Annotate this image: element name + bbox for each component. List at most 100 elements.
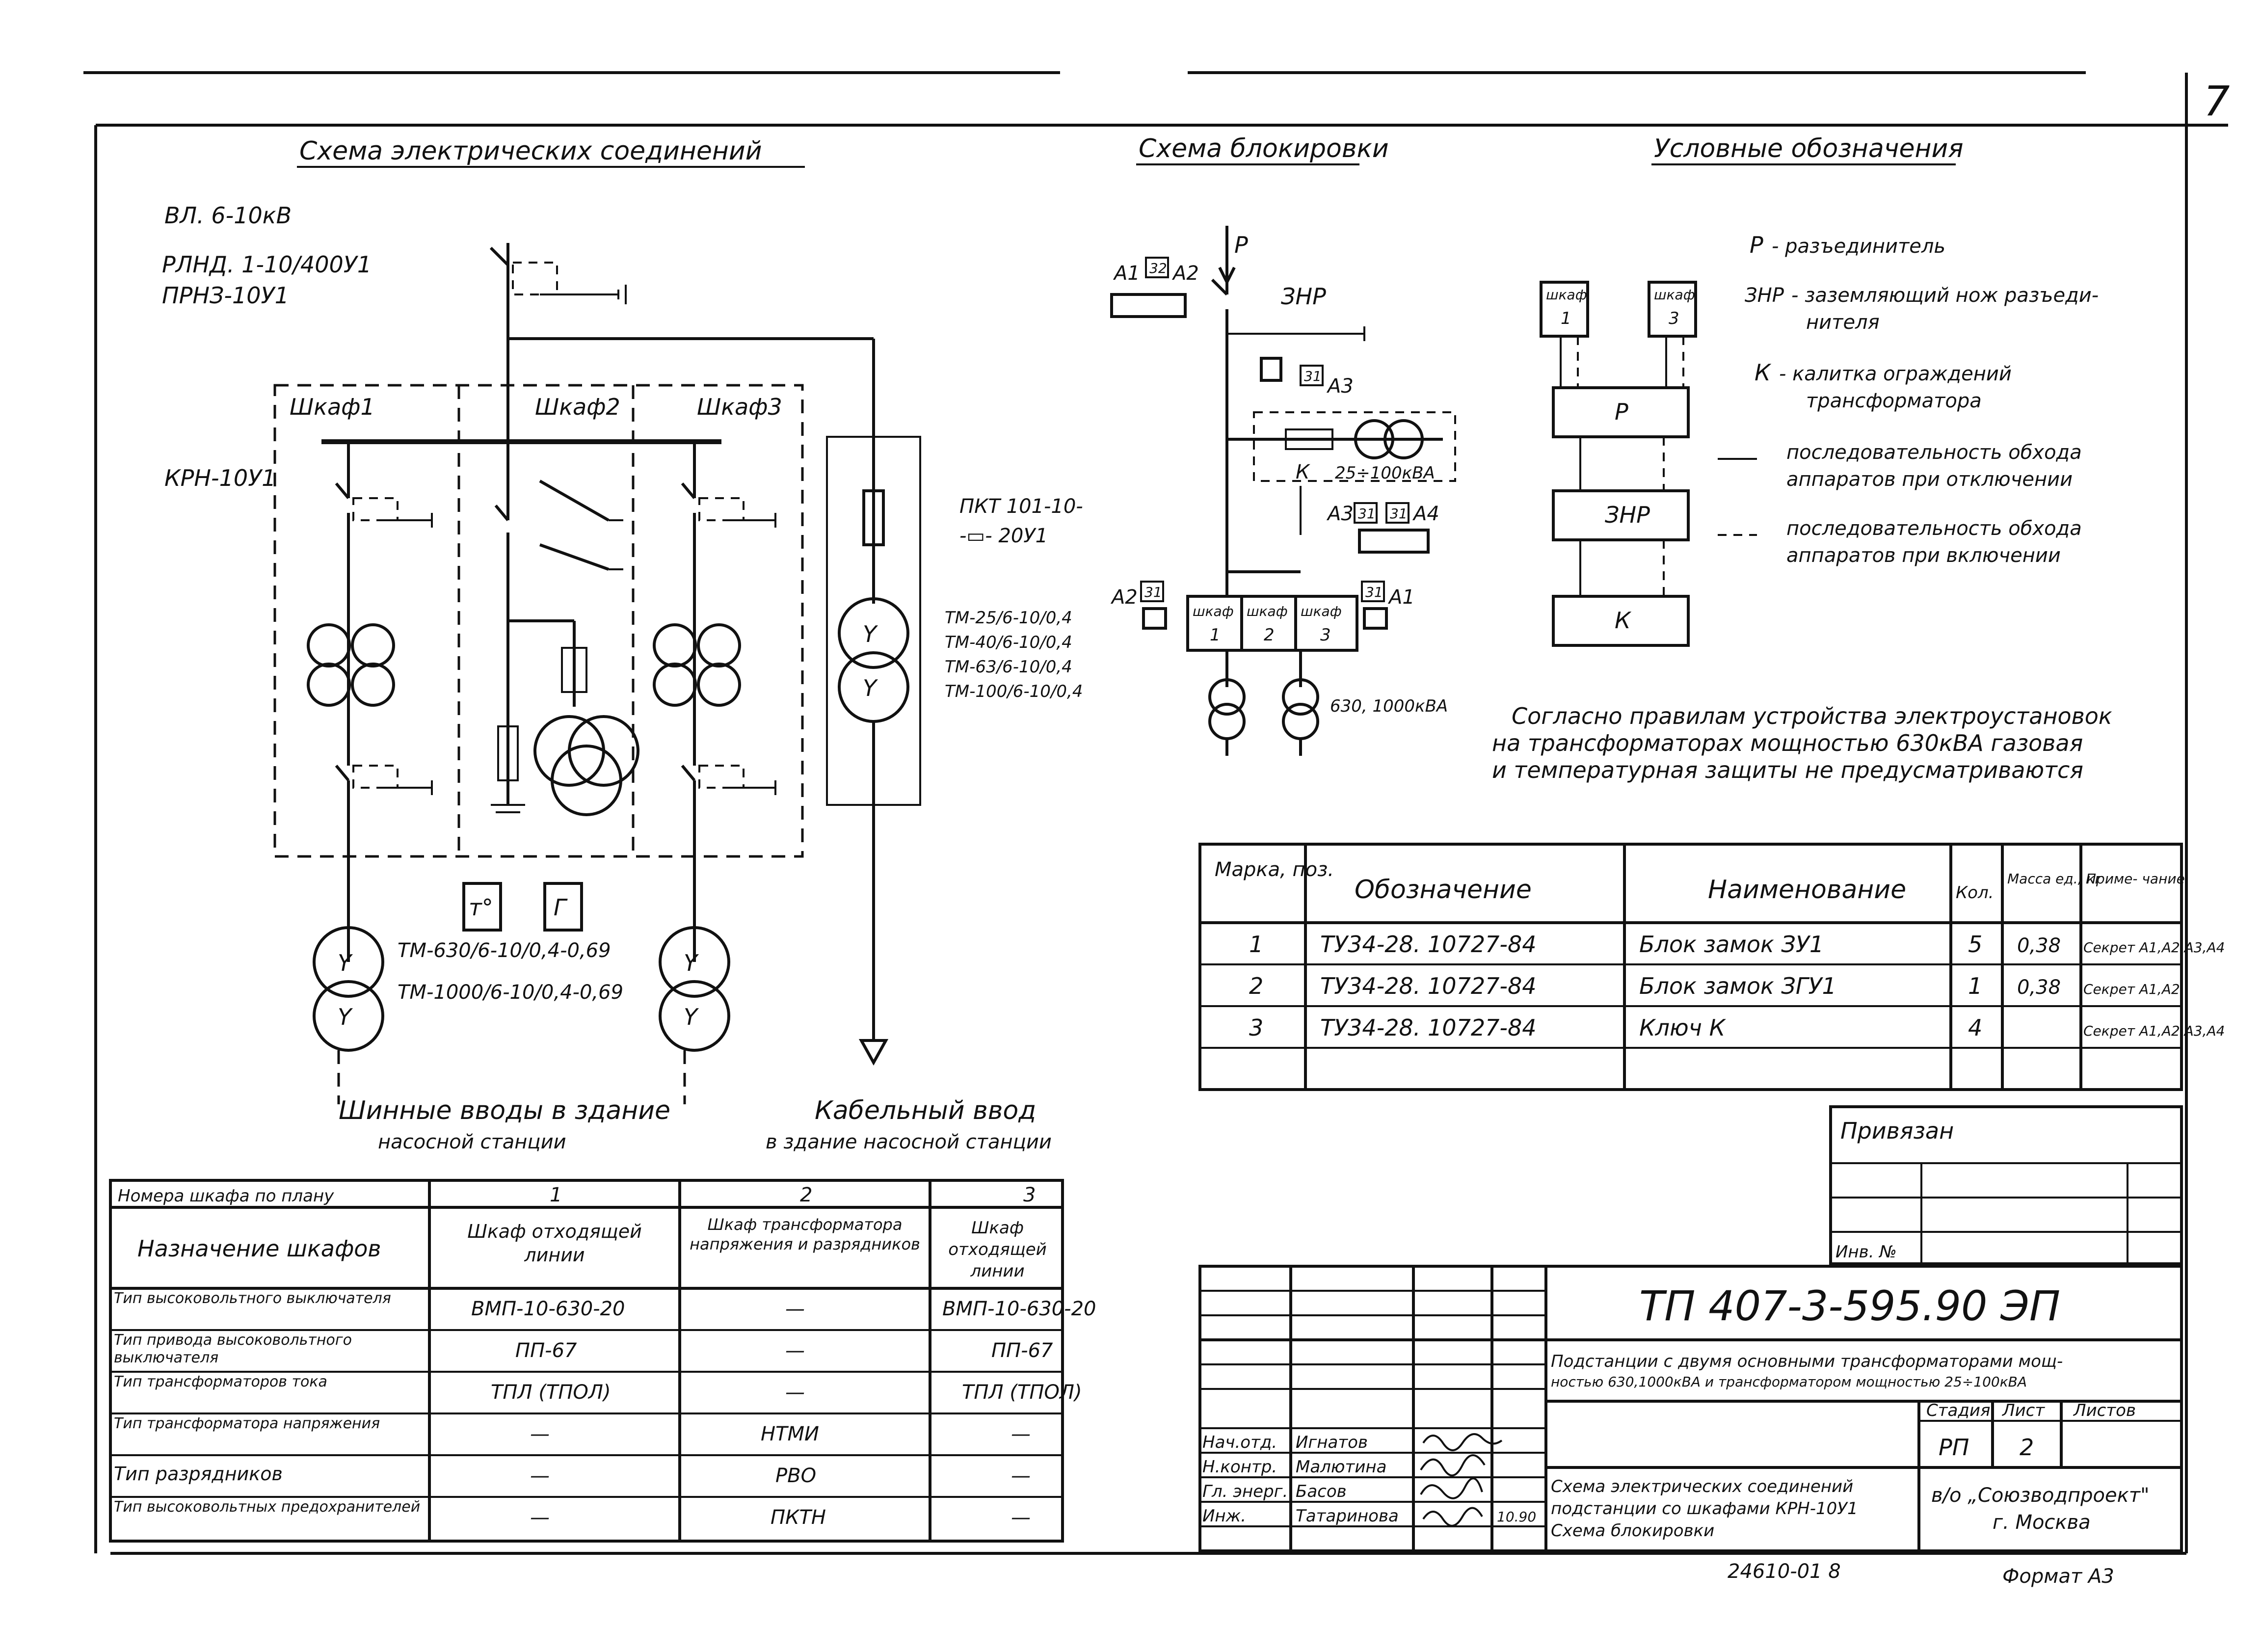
lock-a3: А3 — [1326, 375, 1354, 398]
line-label: ВЛ. 6-10кВ — [164, 202, 292, 229]
role-4: Инж. — [1202, 1506, 1246, 1526]
spec-row3-designation: ТУ34-28. 10727-84 — [1320, 1014, 1537, 1041]
cab-row1-label: Тип высоковольтного выключателя — [114, 1290, 391, 1307]
cab-row4-val3: — — [1011, 1423, 1031, 1445]
stamp-title-line2: подстанции со шкафами КРН-10У1 — [1551, 1499, 1858, 1519]
interlock-cab1-word: шкаф — [1193, 603, 1234, 619]
org-line2: г. Москва — [1993, 1511, 2091, 1534]
cab-purpose-2-box: Шкаф трансформатора напряжения и разрядн… — [690, 1215, 920, 1253]
legend-text-znr-1: - заземляющий нож разъеди- — [1791, 284, 2099, 307]
spec-header-note: Приме- чание — [2086, 871, 2185, 887]
interlock-cab3-num: 3 — [1320, 625, 1331, 645]
note-block: Согласно правилам устройства электроуста… — [1492, 703, 2112, 783]
doc-code: ТП 407-3-595.90 ЭП — [1639, 1282, 2060, 1330]
legend: шкаф 1 шкаф 3 Р ЗНР К Р - разъединитель … — [1540, 232, 2099, 647]
legend-code-p: Р — [1750, 232, 1763, 258]
busbar-inputs-line2: насосной станции — [378, 1131, 566, 1153]
stamp-title-line3: Схема блокировки — [1551, 1521, 1714, 1541]
section-titles: Схема электрических соединений Схема бло… — [297, 134, 1964, 168]
legend-text-k-1: - калитка ограждений — [1779, 363, 2012, 385]
interlock-trafo-power: 630, 1000кВА — [1330, 696, 1448, 716]
aux-trafo-type-2: ТМ-40/6-10/0,4 — [945, 633, 1072, 652]
name-1: Игнатов — [1296, 1433, 1368, 1452]
aux-trafo-type-4: ТМ-100/6-10/0,4 — [945, 682, 1083, 701]
cab-purpose-label: Назначение шкафов — [137, 1235, 381, 1262]
lock-a2-bottom: А2 — [1110, 586, 1138, 609]
lock-key32: 32 — [1149, 260, 1167, 276]
interlock-p-label: Р — [1234, 232, 1248, 258]
spec-header-designation: Обозначение — [1355, 875, 1532, 905]
legend-seq-off-1: последовательность обхода — [1786, 441, 2082, 464]
spec-row3-note: Секрет А1,А2,А3,А4 — [2083, 1023, 2225, 1039]
binding-block: Привязан Инв. № — [1829, 1105, 2183, 1265]
lock-a4: А4 — [1412, 503, 1439, 525]
cab-col-3: 3 — [1023, 1184, 1036, 1206]
spec-row1-designation: ТУ34-28. 10727-84 — [1320, 931, 1537, 958]
wye-symbol: Y — [338, 950, 353, 976]
sheet-frame: 7 — [83, 71, 2230, 1555]
spec-row2-mass: 0,38 — [2017, 976, 2061, 999]
cabinet1-label: Шкаф1 — [290, 394, 375, 420]
stage-value: РП — [1939, 1434, 1969, 1461]
format-label: Формат А3 — [2002, 1565, 2114, 1588]
lock-key31: 31 — [1304, 368, 1322, 384]
legend-seq-on-2: аппаратов при включении — [1786, 544, 2061, 567]
legend-code-k: К — [1755, 359, 1772, 386]
interlock-power-range: 25÷100кВА — [1335, 463, 1435, 483]
spec-row2-name: Блок замок ЗГУ1 — [1639, 973, 1836, 999]
cab-purpose-3-box: Шкаф отходящей линии — [948, 1218, 1047, 1281]
spec-header-qty: Кол. — [1956, 883, 1994, 903]
cab-row3-val1: ТПЛ (ТПОЛ) — [491, 1381, 611, 1404]
interlock-cab3-word: шкаф — [1301, 603, 1342, 619]
cab-row6-label: Тип высоковольтных предохранителей — [114, 1498, 421, 1516]
fuse-type-line1: ПКТ 101-10- — [959, 495, 1083, 518]
cab-row2-val1: ПП-67 — [515, 1339, 577, 1362]
spec-header-pos: Марка, поз. — [1215, 858, 1334, 881]
stage-label: Стадия — [1926, 1401, 1990, 1420]
legend-box-p: Р — [1615, 399, 1628, 425]
legend-box-k: К — [1615, 607, 1632, 634]
cab-row4-label: Тип трансформатора напряжения — [114, 1415, 380, 1432]
cab-row5-label: Тип разрядников — [114, 1463, 283, 1485]
signature-3 — [1420, 1477, 1483, 1499]
spec-row1-name: Блок замок ЗУ1 — [1639, 931, 1824, 958]
interlock-cab2-num: 2 — [1264, 625, 1275, 645]
krn-label: КРН-10У1 — [164, 465, 276, 491]
sheet-label: Лист — [2001, 1401, 2045, 1420]
cabinet-table: Номера шкафа по плану 1 2 3 Назначение ш… — [109, 1179, 1096, 1543]
role-1: Нач.отд. — [1202, 1433, 1277, 1452]
legend-text-p: - разъединитель — [1772, 235, 1945, 258]
cab-purpose-1-box: Шкаф отходящей линии — [467, 1221, 642, 1266]
spec-table: Марка, поз. Обозначение Наименование Кол… — [1198, 843, 2225, 1091]
legend-seq-off-2: аппаратов при отключении — [1786, 468, 2073, 491]
fuse-type-line2: -▭- 20У1 — [959, 525, 1048, 547]
role-3: Гл. энерг. — [1202, 1482, 1288, 1501]
wye-symbol: Y — [338, 1004, 353, 1030]
cab-row2-val3: ПП-67 — [991, 1339, 1053, 1362]
wye-symbol: Y — [684, 1004, 699, 1030]
main-trafo-type-2: ТМ-1000/6-10/0,4-0,69 — [398, 981, 623, 1004]
cab-purpose-1: Шкаф отходящей линии — [467, 1221, 642, 1266]
legend-text-k-2: трансформатора — [1806, 390, 1982, 412]
aux-trafo-type-1: ТМ-25/6-10/0,4 — [945, 608, 1072, 628]
lock-a1-top: А1 — [1113, 262, 1140, 285]
cab-row1-val3: ВМП-10-630-20 — [942, 1298, 1096, 1320]
lock-a3-b: А3 — [1326, 503, 1354, 525]
doc-desc-line2: ностью 630,1000кВА и трансформатором мощ… — [1551, 1374, 2027, 1390]
title-legend: Условные обозначения — [1654, 134, 1964, 163]
spec-row2-designation: ТУ34-28. 10727-84 — [1320, 973, 1537, 999]
sheet-value: 2 — [2020, 1434, 2034, 1461]
gas-relay-symbol: Г — [554, 894, 568, 921]
lock-a1-bottom: А1 — [1387, 586, 1415, 609]
stamp-title-line1: Схема электрических соединений — [1551, 1477, 1853, 1496]
spec-header-mass: Масса ед., кг — [2007, 871, 2102, 887]
lock-key31-d: 31 — [1144, 584, 1162, 600]
title-interlock: Схема блокировки — [1139, 134, 1389, 163]
cab-row4-val1: — — [530, 1423, 550, 1445]
wye-symbol: Y — [863, 675, 878, 701]
cab-row5-val3: — — [1011, 1465, 1031, 1487]
cab-row4-val2: НТМИ — [761, 1423, 819, 1445]
spec-row3-pos: 3 — [1249, 1014, 1263, 1041]
cable-input-line2: в здание насосной станции — [766, 1131, 1052, 1153]
legend-code-znr: ЗНР — [1745, 284, 1784, 307]
